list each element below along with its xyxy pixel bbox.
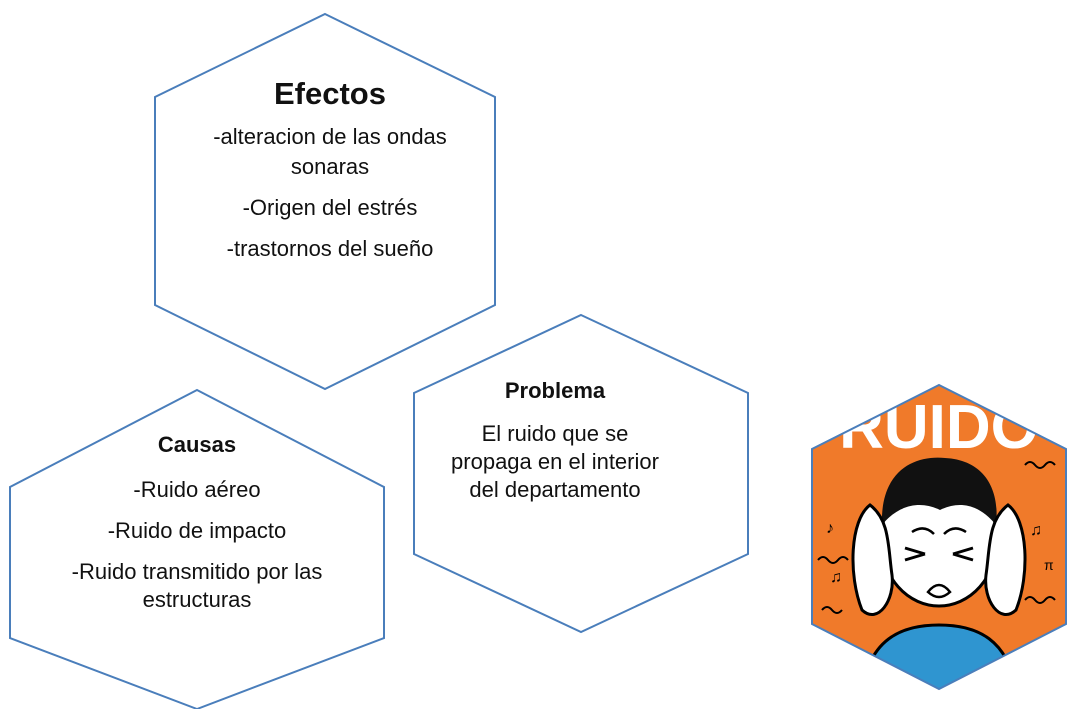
ruido-caption: RUIDO bbox=[839, 393, 1039, 462]
svg-text:♪: ♪ bbox=[826, 520, 834, 537]
efectos-item: -trastornos del sueño bbox=[226, 236, 434, 261]
ruido-illustration: RUIDO ♪ ♫ ♫ π bbox=[812, 385, 1066, 689]
causas-item: -Ruido transmitido por las estructuras bbox=[71, 559, 323, 612]
efectos-item: -Origen del estrés bbox=[242, 195, 418, 220]
svg-text:♫: ♫ bbox=[830, 569, 842, 586]
problema-hexagon bbox=[413, 313, 749, 634]
svg-text:π: π bbox=[1044, 557, 1054, 573]
causas-item: -Ruido aéreo bbox=[133, 477, 261, 502]
problema-node: Problema El ruido que se propaga en el i… bbox=[440, 378, 670, 504]
causas-hexagon bbox=[9, 388, 385, 709]
efectos-node: Efectos -alteracion de las ondas sonaras… bbox=[190, 76, 470, 275]
efectos-item: -alteracion de las ondas sonaras bbox=[213, 124, 447, 179]
efectos-title: Efectos bbox=[274, 76, 386, 111]
problema-title: Problema bbox=[504, 378, 606, 403]
problema-text: El ruido que se propaga en el interior d… bbox=[451, 421, 659, 502]
illustration-hexagon bbox=[811, 383, 1067, 691]
efectos-hexagon bbox=[154, 12, 496, 391]
causas-node: Causas -Ruido aéreo -Ruido de impacto -R… bbox=[32, 432, 362, 627]
causas-title: Causas bbox=[157, 432, 237, 457]
svg-text:♫: ♫ bbox=[1030, 522, 1042, 539]
causas-item: -Ruido de impacto bbox=[107, 518, 287, 543]
